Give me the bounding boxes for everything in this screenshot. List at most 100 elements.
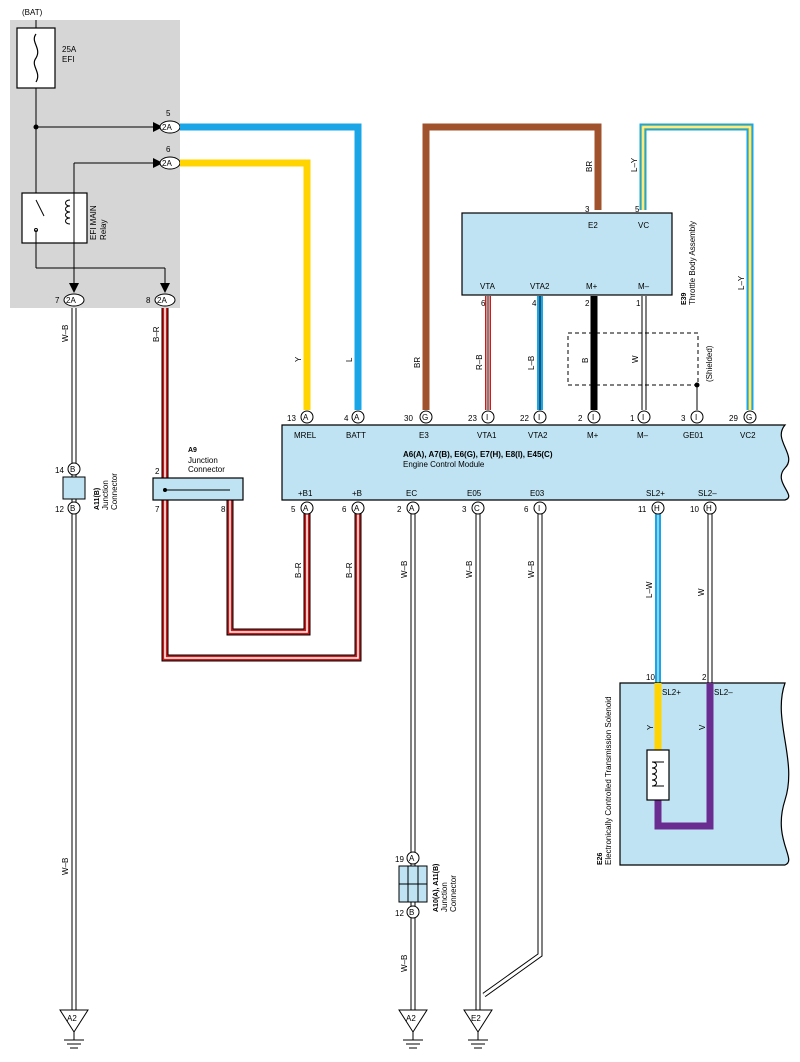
svg-text:G: G xyxy=(422,413,428,422)
throttle-name: Throttle Body Assembly xyxy=(688,221,697,305)
svg-text:4: 4 xyxy=(532,299,537,308)
svg-text:2A: 2A xyxy=(157,296,167,305)
svg-text:+B: +B xyxy=(352,489,362,498)
svg-text:MREL: MREL xyxy=(294,431,317,440)
svg-text:A: A xyxy=(409,504,415,513)
svg-text:A: A xyxy=(354,413,360,422)
svg-text:A: A xyxy=(409,854,415,863)
svg-text:5: 5 xyxy=(291,505,296,514)
svg-text:8: 8 xyxy=(146,296,151,305)
solenoid-name: Electronically Controlled Transmission S… xyxy=(604,696,613,865)
svg-text:+B1: +B1 xyxy=(298,489,313,498)
fuse-icon xyxy=(33,33,39,83)
relay-coil-icon xyxy=(65,199,71,225)
transmission-solenoid xyxy=(619,682,790,866)
svg-text:M–: M– xyxy=(638,282,650,291)
relay-label-1: EFI MAIN xyxy=(89,205,98,240)
svg-text:E03: E03 xyxy=(530,489,545,498)
svg-text:I: I xyxy=(592,413,594,422)
svg-text:SL2–: SL2– xyxy=(698,489,717,498)
svg-text:10: 10 xyxy=(646,673,655,682)
svg-text:3: 3 xyxy=(585,205,590,214)
svg-text:I: I xyxy=(538,504,540,513)
svg-text:Y: Y xyxy=(646,724,655,730)
svg-text:SL2–: SL2– xyxy=(714,688,733,697)
wire-br xyxy=(422,123,602,410)
svg-text:W–B: W–B xyxy=(527,561,536,578)
svg-text:12: 12 xyxy=(55,505,64,514)
ecm-subtitle: Engine Control Module xyxy=(403,460,485,469)
svg-text:Connector: Connector xyxy=(188,465,225,474)
relay-label-2: Relay xyxy=(99,220,108,240)
svg-text:H: H xyxy=(654,504,660,513)
svg-text:B–R: B–R xyxy=(294,562,303,578)
svg-text:L–B: L–B xyxy=(527,356,536,370)
wire-labels: W–B B–R Y L BR BR R–B L–B B W L–Y L–Y B–… xyxy=(61,157,746,972)
svg-text:L–W: L–W xyxy=(645,581,654,598)
wire-w-b-e03 xyxy=(482,512,543,998)
junction-a11-left: 14 B 12 B A11(B) Junction Connector xyxy=(55,462,119,515)
svg-text:6: 6 xyxy=(524,505,529,514)
svg-text:B: B xyxy=(70,465,75,474)
ground-a2-mid: A2 xyxy=(398,1009,428,1049)
svg-text:VC: VC xyxy=(638,221,649,230)
svg-text:Junction: Junction xyxy=(101,480,110,510)
fuse-name: EFI xyxy=(62,55,74,64)
svg-text:B: B xyxy=(409,908,414,917)
svg-text:M+: M+ xyxy=(586,282,598,291)
svg-text:1: 1 xyxy=(636,299,641,308)
svg-text:I: I xyxy=(642,413,644,422)
efi-main-relay xyxy=(21,192,88,244)
svg-text:W–B: W–B xyxy=(61,325,70,342)
svg-text:2: 2 xyxy=(397,505,402,514)
svg-text:1: 1 xyxy=(630,414,635,423)
svg-text:A2: A2 xyxy=(67,1014,77,1023)
svg-text:A: A xyxy=(303,504,309,513)
ground-e2: E2 xyxy=(463,1009,493,1049)
svg-text:L–Y: L–Y xyxy=(630,157,639,172)
svg-text:VC2: VC2 xyxy=(740,431,756,440)
svg-text:A10(A), A11(B): A10(A), A11(B) xyxy=(433,864,440,912)
solenoid-wire-v xyxy=(654,683,714,830)
svg-text:I: I xyxy=(695,413,697,422)
svg-text:13: 13 xyxy=(287,414,296,423)
svg-text:10: 10 xyxy=(690,505,699,514)
svg-text:L–Y: L–Y xyxy=(737,275,746,290)
svg-text:VTA1: VTA1 xyxy=(477,431,497,440)
svg-text:Junction: Junction xyxy=(188,456,218,465)
svg-text:M–: M– xyxy=(637,431,649,440)
junction-a10-a11: 19 A 12 B A10(A), A11(B) Junction Connec… xyxy=(395,851,458,919)
svg-text:6: 6 xyxy=(166,145,171,154)
a9-code: A9 xyxy=(188,447,197,454)
svg-text:GE01: GE01 xyxy=(683,431,704,440)
svg-text:E05: E05 xyxy=(467,489,482,498)
shield-box xyxy=(567,332,699,386)
connector-2a-pin8: 8 2A xyxy=(146,293,176,307)
svg-text:B: B xyxy=(70,504,75,513)
solenoid-coil xyxy=(646,749,670,801)
svg-text:29: 29 xyxy=(729,414,738,423)
svg-text:7: 7 xyxy=(55,296,60,305)
svg-text:Junction: Junction xyxy=(440,882,449,912)
svg-text:E2: E2 xyxy=(588,221,598,230)
svg-text:A2: A2 xyxy=(406,1014,416,1023)
engine-control-module xyxy=(281,424,790,501)
svg-text:BR: BR xyxy=(585,161,594,172)
svg-text:2A: 2A xyxy=(162,123,172,132)
svg-text:19: 19 xyxy=(395,855,404,864)
svg-text:V: V xyxy=(698,724,707,730)
connector-2a-pin7: 7 2A xyxy=(55,293,85,307)
svg-text:12: 12 xyxy=(395,909,404,918)
svg-text:G: G xyxy=(746,413,752,422)
svg-text:W–B: W–B xyxy=(61,858,70,875)
svg-text:BATT: BATT xyxy=(346,431,366,440)
svg-text:Y: Y xyxy=(294,356,303,362)
svg-text:W–B: W–B xyxy=(400,955,409,972)
svg-text:B–R: B–R xyxy=(345,562,354,578)
svg-text:I: I xyxy=(538,413,540,422)
svg-text:E3: E3 xyxy=(419,431,429,440)
svg-text:VTA2: VTA2 xyxy=(530,282,550,291)
throttle-code: E39 xyxy=(681,292,688,305)
